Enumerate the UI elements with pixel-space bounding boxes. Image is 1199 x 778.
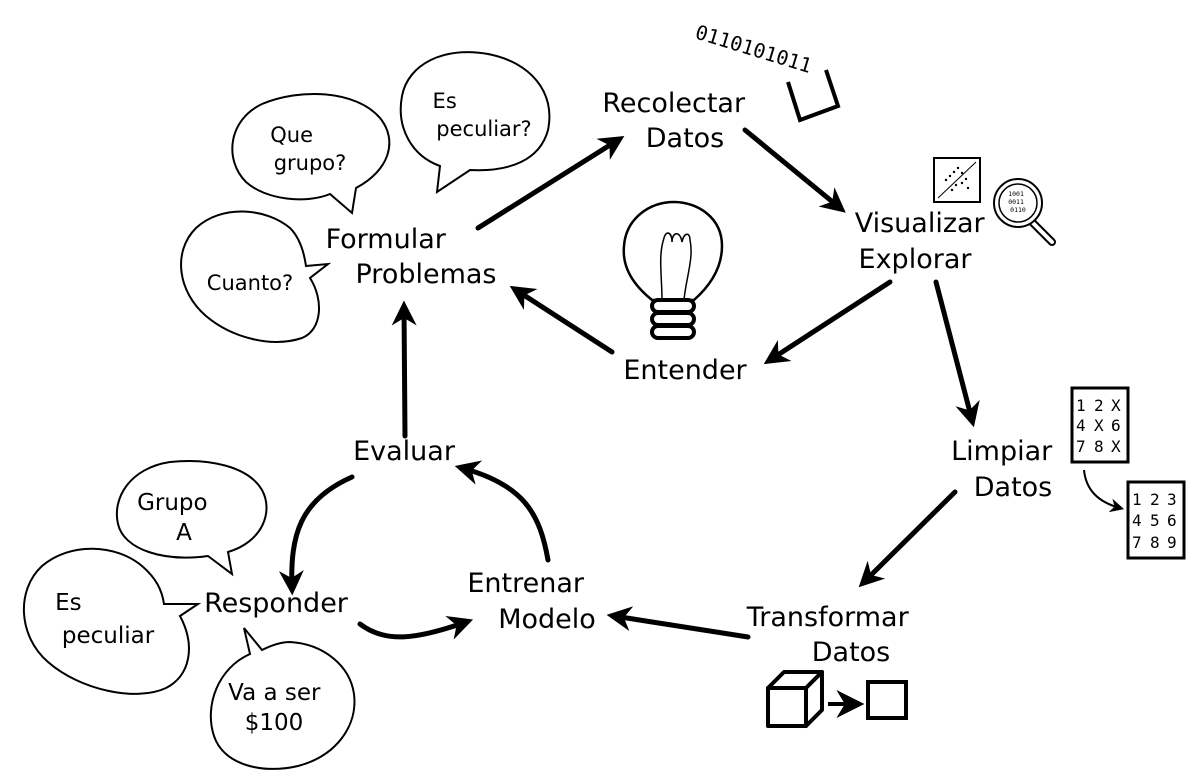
svg-text:Va a ser $100: Va a ser $100 (228, 680, 328, 736)
square-icon (866, 680, 908, 720)
bubble-grupo-a: Grupo A (115, 460, 268, 577)
clean-arrow (1083, 469, 1125, 513)
arrow-visualizar-to-entender (763, 279, 893, 365)
node-limpiar-datos: Limpiar Datos (951, 436, 1061, 503)
magnifier-icon: 1001 0011 0110 (993, 178, 1056, 246)
node-transformar-datos: Transformar Datos (746, 602, 918, 668)
node-visualizar-explorar: Visualizar Explorar (855, 208, 994, 275)
bucket-icon (786, 69, 841, 123)
arrow-visualizar-to-limpiar (933, 279, 980, 428)
arrow-entender-to-formular (509, 285, 615, 355)
cycle-arrows (278, 127, 980, 640)
svg-text:Grupo A: Grupo A (137, 490, 215, 546)
bubble-es-peculiar-question: Es peculiar? (399, 51, 551, 195)
node-formular-problemas: Formular Problemas (326, 224, 497, 290)
node-responder: Responder (204, 588, 349, 619)
arrow-formular-to-recolectar (475, 136, 625, 231)
binary-stream: 0110101011 (693, 20, 815, 78)
node-evaluar: Evaluar (353, 436, 456, 467)
arrow-responder-to-entrenar (357, 616, 474, 640)
bubble-que-grupo: Que grupo? (231, 92, 391, 215)
node-entrenar-modelo: Entrenar Modelo (467, 568, 595, 635)
node-entender: Entender (623, 355, 747, 386)
light-bulb-icon (622, 200, 724, 340)
bubble-va-a-ser: Va a ser $100 (209, 627, 356, 770)
arrow-evaluar-to-responder (278, 474, 355, 596)
arrow-limpiar-to-transformar (858, 489, 958, 588)
node-recolectar-datos: Recolectar Datos (602, 88, 753, 154)
svg-text:Es peculiar?: Es peculiar? (433, 89, 532, 141)
svg-text:Es peculiar: Es peculiar (55, 590, 155, 649)
arrow-entrenar-to-evaluar (454, 460, 551, 563)
svg-text:Cuanto?: Cuanto? (207, 271, 293, 295)
svg-text:Que grupo?: Que grupo? (270, 123, 346, 175)
arrow-recolectar-to-visualizar (742, 127, 846, 213)
arrow-evaluar-to-formular (391, 300, 417, 439)
magnifier-bits: 1001 0011 0110 (1008, 190, 1028, 214)
bubble-cuanto: Cuanto? (180, 210, 332, 343)
arrow-transformar-to-entrenar (606, 606, 751, 640)
cube-icon (766, 670, 824, 728)
bubble-es-peculiar: Es peculiar (23, 547, 202, 695)
scatter-plot-icon (933, 157, 981, 203)
